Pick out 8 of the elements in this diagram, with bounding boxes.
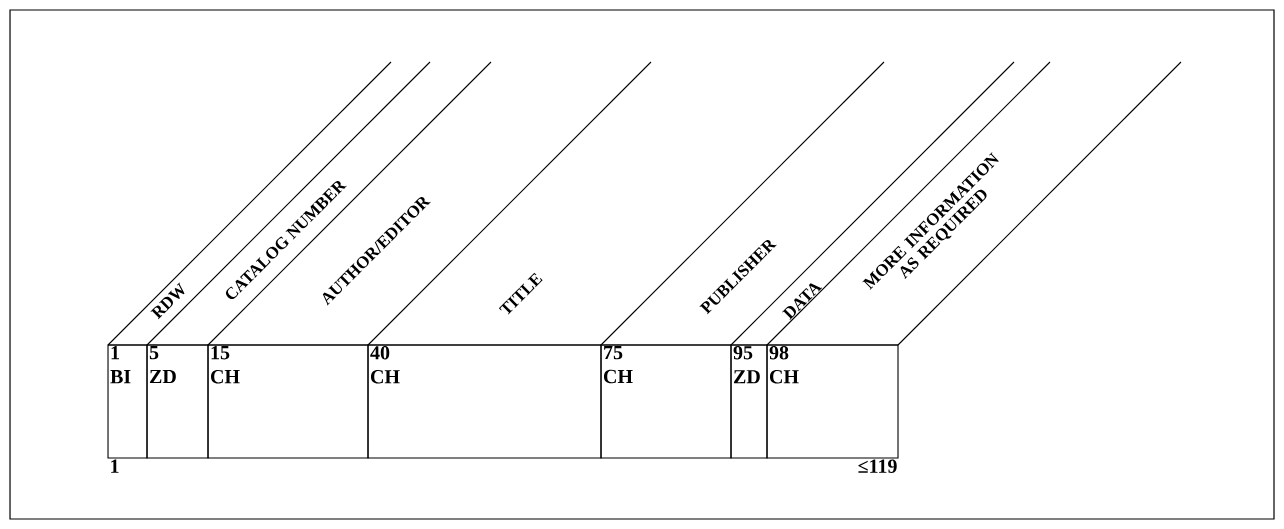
position-label: 1 — [111, 459, 119, 473]
field-cell: 1 BI — [107, 344, 148, 459]
field-cell: 75 CH — [600, 344, 732, 459]
field-cell: 15 CH — [207, 344, 369, 459]
field-cell: 40 CH — [367, 344, 602, 459]
field-cell: 5 ZD — [146, 344, 209, 459]
field-cell: 98 CH — [766, 344, 899, 459]
field-cell: 95 ZD — [730, 344, 768, 459]
